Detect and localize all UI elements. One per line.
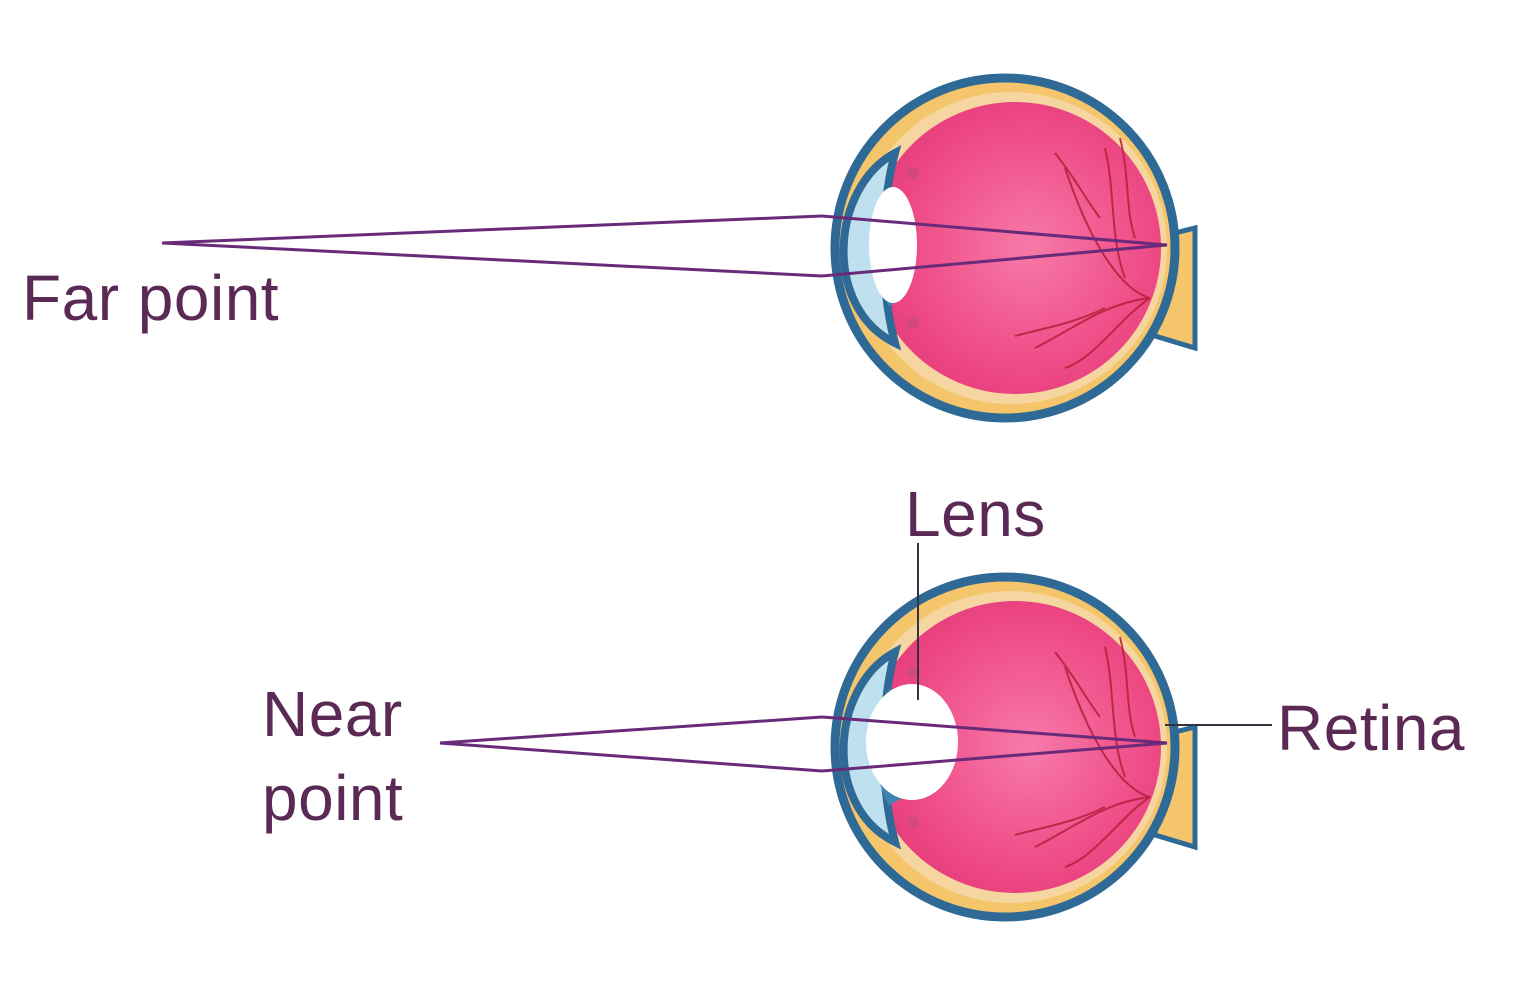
retina-label: Retina (1277, 692, 1465, 764)
near-point-rays (439, 715, 1168, 773)
near-point-label-line1: Near (262, 678, 403, 750)
near-point-label-line2: point (262, 762, 403, 834)
lens-label: Lens (905, 478, 1046, 550)
far-point-label: Far point (22, 262, 279, 334)
lens-relaxed (869, 187, 917, 303)
lens-accommodated (866, 684, 958, 800)
far-point-rays (161, 214, 1168, 278)
top-eye: Far point (22, 78, 1195, 418)
bottom-eye: Lens Near point Retina (262, 478, 1465, 917)
